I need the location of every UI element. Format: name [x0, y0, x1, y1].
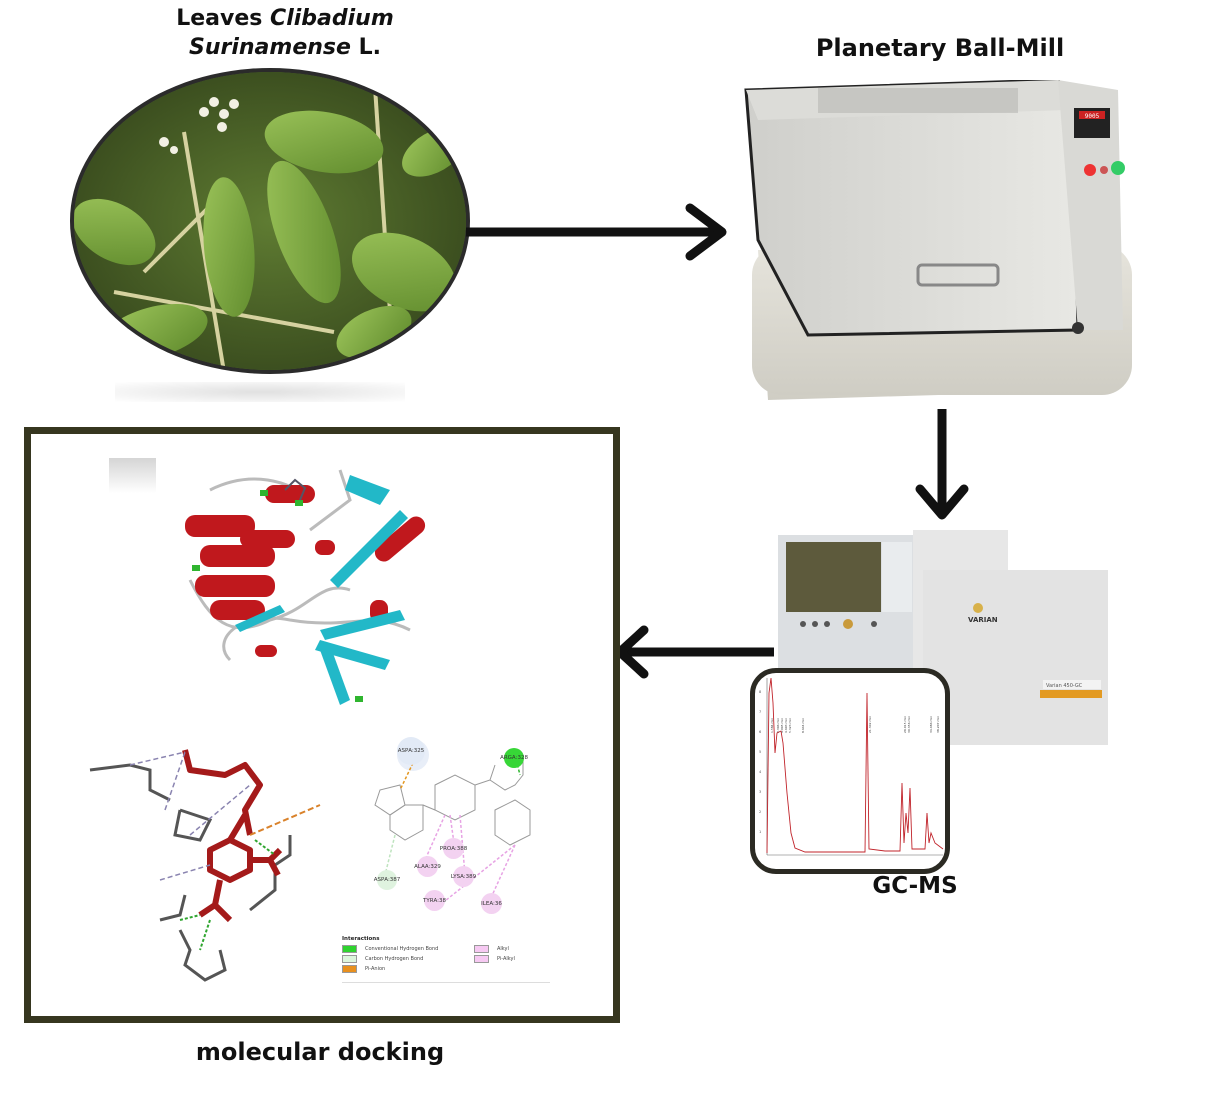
y-tick-label: 4	[759, 770, 762, 774]
ligand-3d-interaction	[89, 749, 321, 982]
leaves-title-suffix: L.	[350, 35, 381, 60]
legend-divider	[342, 982, 550, 983]
varian-model-label: Varian 450-GC	[1046, 683, 1083, 689]
legend-swatch	[342, 945, 357, 953]
ball-mill-title: Planetary Ball-Mill	[815, 34, 1065, 62]
peak-label: 29.015 min	[903, 716, 907, 733]
legend-item: Pi-Anion	[342, 965, 385, 973]
arrow-left-icon	[615, 625, 774, 679]
mill-display-readout: 9005	[1085, 113, 1100, 120]
y-tick-label: 8	[759, 690, 761, 694]
peak-label: 5.323 min	[788, 718, 792, 733]
gcms-instrument: VARIAN Varian 450-GC	[778, 530, 1108, 745]
legend-swatch	[342, 965, 357, 973]
legend-item: Pi-Alkyl	[474, 955, 515, 963]
y-tick-label: 7	[759, 710, 761, 714]
y-tick-label: 3	[759, 790, 761, 794]
varian-brand: VARIAN	[968, 616, 998, 624]
docking-title: molecular docking	[195, 1038, 445, 1066]
peak-label: 8.644 min	[801, 718, 805, 733]
legend-swatch	[342, 955, 357, 963]
arrow-down-icon	[915, 409, 969, 520]
gcms-title: GC-MS	[872, 873, 958, 899]
peak-label: 1.584 min	[770, 718, 774, 733]
y-tick-label: 1	[759, 830, 761, 834]
y-tick-label: 5	[759, 750, 761, 754]
leaves-title-species: Surinamense	[189, 35, 351, 60]
beta-sheets	[235, 475, 408, 705]
peak-label: 38.207 min	[936, 716, 940, 733]
leaves-photo	[70, 68, 470, 374]
legend-item: Conventional Hydrogen Bond	[342, 945, 438, 953]
protein-structure	[185, 469, 426, 705]
peak-label: 3.396 min	[776, 718, 780, 733]
flowers	[159, 97, 239, 154]
peak-label: 30.356 min	[907, 716, 911, 733]
interactions-legend: Interactions Conventional Hydrogen Bond …	[342, 936, 552, 984]
leaves-title-genus: Clibadium	[270, 6, 394, 31]
ball-mill-machine: 9005	[738, 78, 1158, 405]
docking-panel	[24, 427, 620, 1023]
peak-label: 21.302 min	[868, 716, 872, 733]
peak-label: 4.693 min	[784, 718, 788, 733]
leaf-image-shadow	[115, 382, 405, 402]
peak-label: 34.486 min	[929, 716, 933, 733]
leaves-illustration	[74, 72, 466, 370]
arrow-right-icon	[466, 203, 727, 261]
chromatogram-trace	[766, 677, 944, 854]
legend-item: Alkyl	[474, 945, 509, 953]
legend-swatch	[474, 945, 489, 953]
legend-heading: Interactions	[342, 936, 380, 942]
peak-label: 4.095 min	[780, 718, 784, 733]
placeholder-box	[109, 458, 156, 493]
y-tick-label: 2	[759, 810, 761, 814]
alpha-helices	[185, 485, 426, 657]
legend-item: Carbon Hydrogen Bond	[342, 955, 423, 963]
y-tick-label: 6	[759, 730, 761, 734]
leaves-title-plain: Leaves	[176, 6, 271, 31]
legend-swatch	[474, 955, 489, 963]
leaves-title: Leaves Clibadium Surinamense L.	[150, 4, 420, 62]
